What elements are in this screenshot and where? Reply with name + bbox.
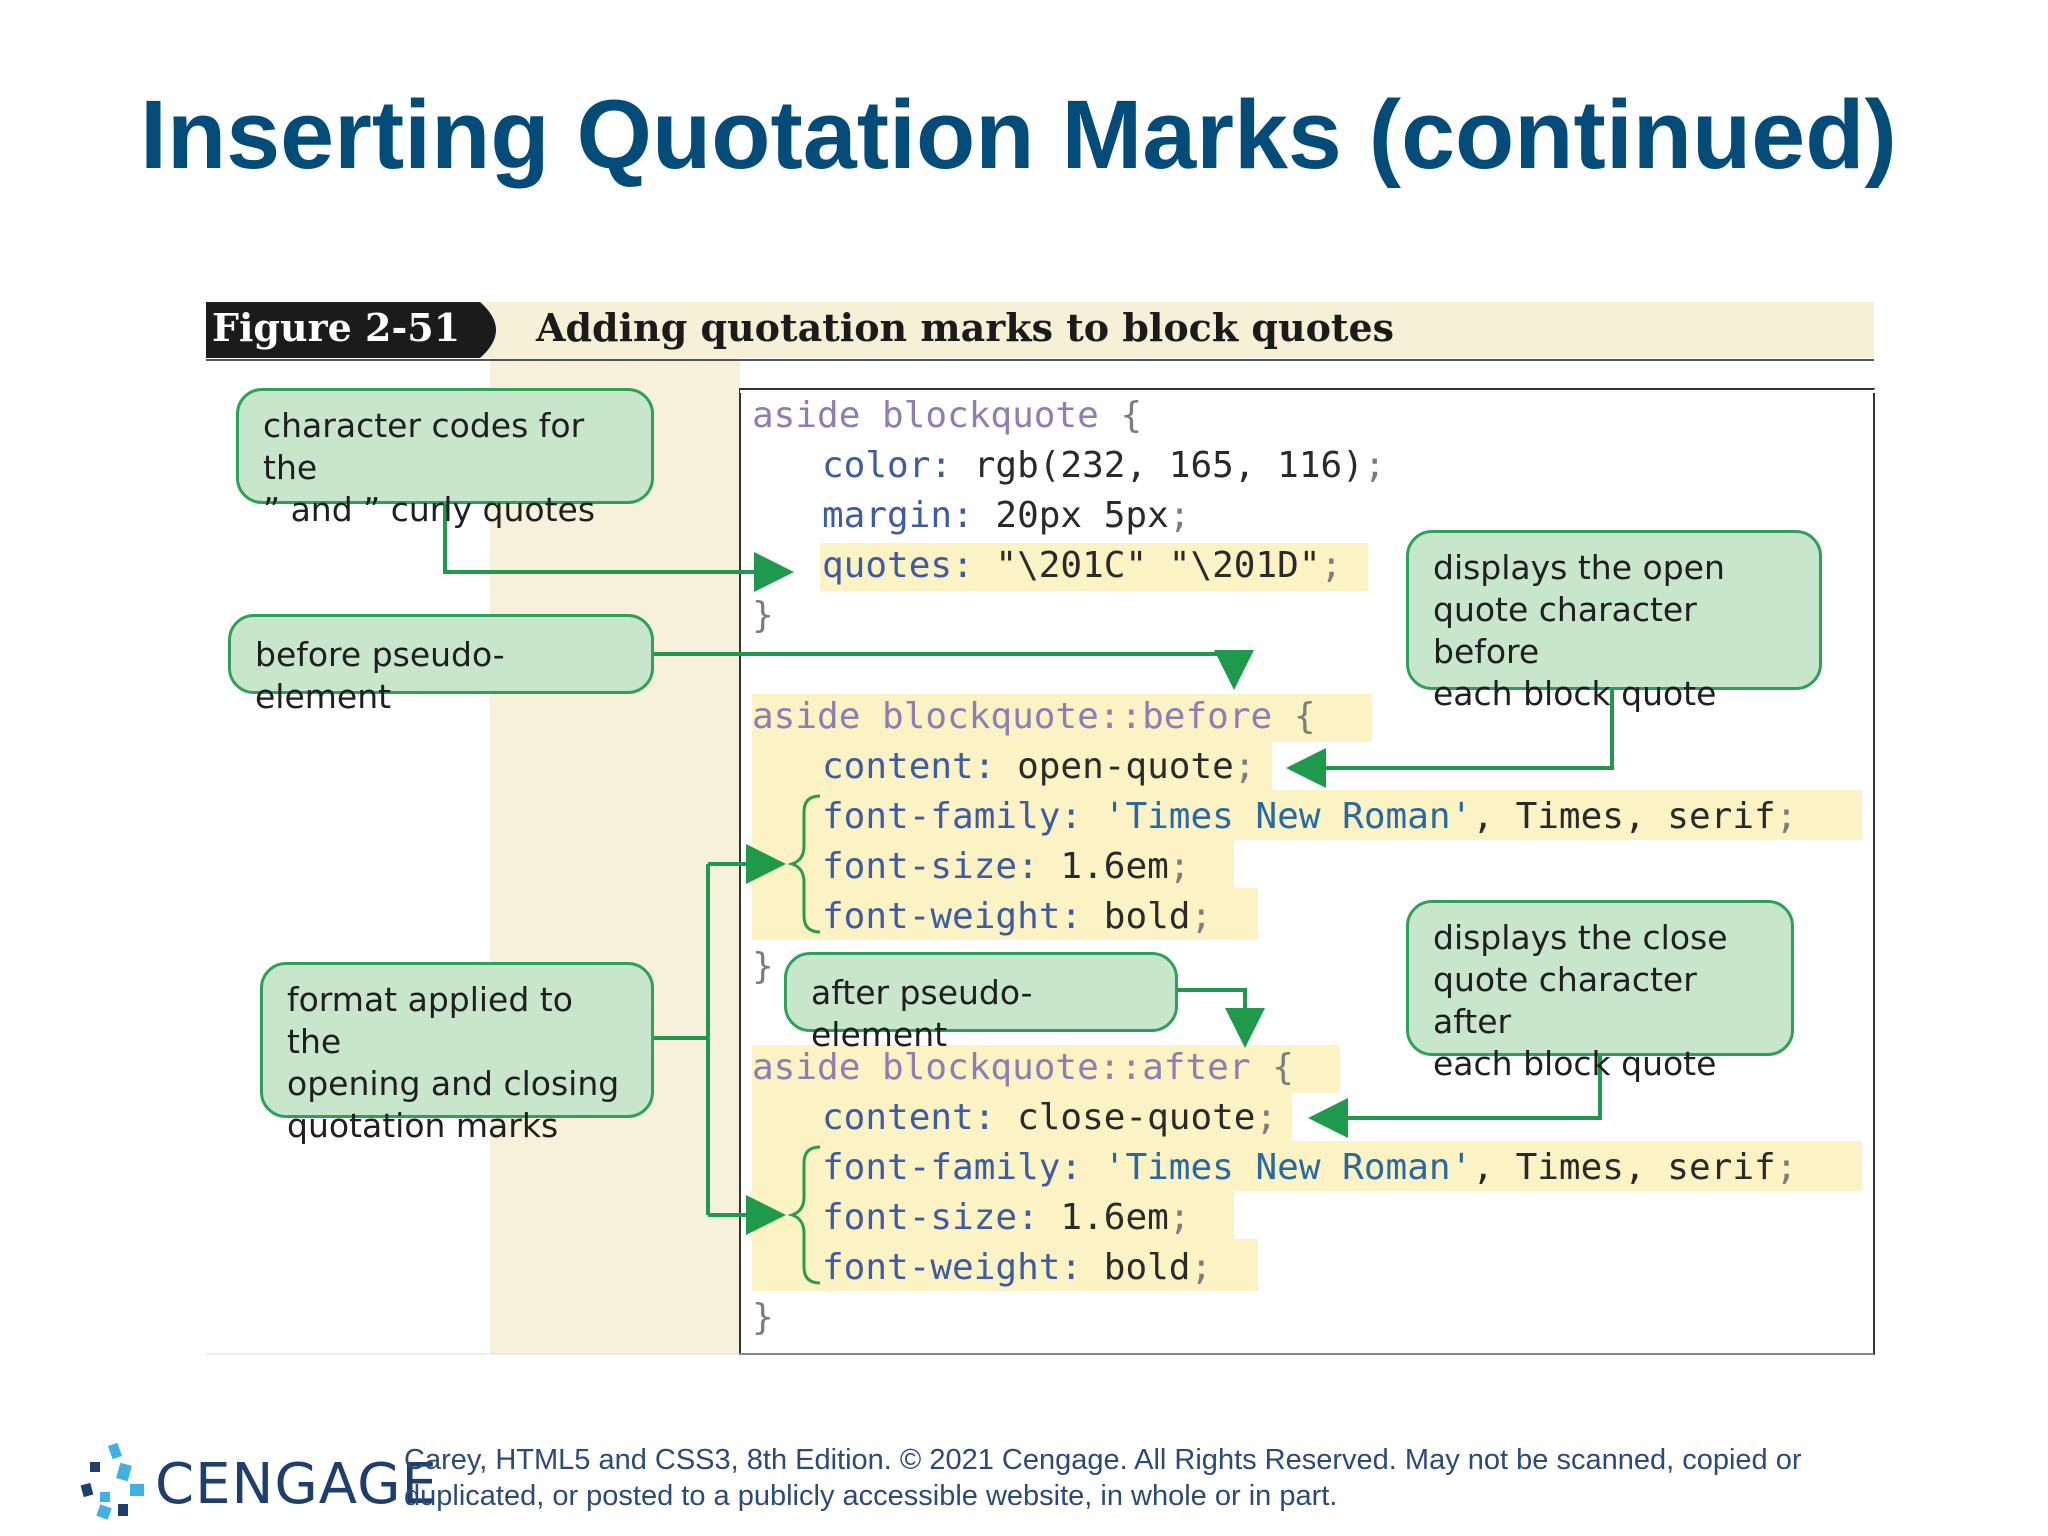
callout-character-codes: character codes for the ” and ” curly qu… xyxy=(236,388,654,529)
code-line-font-weight-2: font-weight: bold; xyxy=(822,1247,1213,1288)
callout-format-applied: format applied to the opening and closin… xyxy=(260,962,654,1145)
code-line-close-2: } xyxy=(752,946,774,987)
code-line-content-open: content: open-quote; xyxy=(822,746,1256,787)
callout-after-pseudo-element: after pseudo-element xyxy=(784,952,1178,1054)
code-line-selector-3: aside blockquote::after { xyxy=(752,1047,1294,1088)
highlight-after-block xyxy=(752,1045,1340,1093)
highlight-before-block xyxy=(752,694,1372,742)
arrow-open-quote xyxy=(1286,690,1614,788)
callout-close-quote: displays the close quote character after… xyxy=(1406,900,1794,1083)
code-line-close-1: } xyxy=(752,595,774,636)
arrow-close-quote xyxy=(1308,1056,1602,1138)
figure-number: Figure 2-51 xyxy=(212,305,461,350)
cengage-logo: CENGAGE xyxy=(155,1452,438,1517)
highlight-quotes xyxy=(820,543,1368,591)
code-line-font-family-2: font-family: 'Times New Roman', Times, s… xyxy=(822,1147,1798,1188)
code-line-selector-1: aside blockquote { xyxy=(752,395,1143,436)
arrow-char-codes xyxy=(443,504,794,592)
code-line-content-close: content: close-quote; xyxy=(822,1097,1278,1138)
code-line-selector-2: aside blockquote::before { xyxy=(752,696,1316,737)
arrow-before-pseudo xyxy=(654,650,1254,690)
brace-after-icon xyxy=(787,1145,821,1285)
figure-number-tab xyxy=(206,302,496,358)
arrow-after-pseudo xyxy=(1178,988,1265,1048)
code-line-color: color: rgb(232, 165, 116); xyxy=(822,445,1386,486)
code-line-margin: margin: 20px 5px; xyxy=(822,495,1191,536)
code-line-font-size-1: font-size: 1.6em; xyxy=(822,846,1191,887)
figure-caption: Adding quotation marks to block quotes xyxy=(536,305,1395,350)
code-line-font-size-2: font-size: 1.6em; xyxy=(822,1197,1191,1238)
brace-before-icon xyxy=(787,794,821,934)
cengage-logo-icon xyxy=(80,1442,144,1520)
callout-open-quote: displays the open quote character before… xyxy=(1406,530,1822,713)
code-line-quotes: quotes: "\201C" "\201D"; xyxy=(822,545,1343,586)
code-line-font-family-1: font-family: 'Times New Roman', Times, s… xyxy=(822,796,1798,837)
footer-copyright: Carey, HTML5 and CSS3, 8th Edition. © 20… xyxy=(404,1444,1802,1512)
callout-before-pseudo-element: before pseudo-element xyxy=(228,614,654,716)
slide-title: Inserting Quotation Marks (continued) xyxy=(140,80,1897,189)
figure-left-strip xyxy=(490,358,740,1354)
code-line-font-weight-1: font-weight: bold; xyxy=(822,896,1213,937)
code-line-close-3: } xyxy=(752,1297,774,1338)
